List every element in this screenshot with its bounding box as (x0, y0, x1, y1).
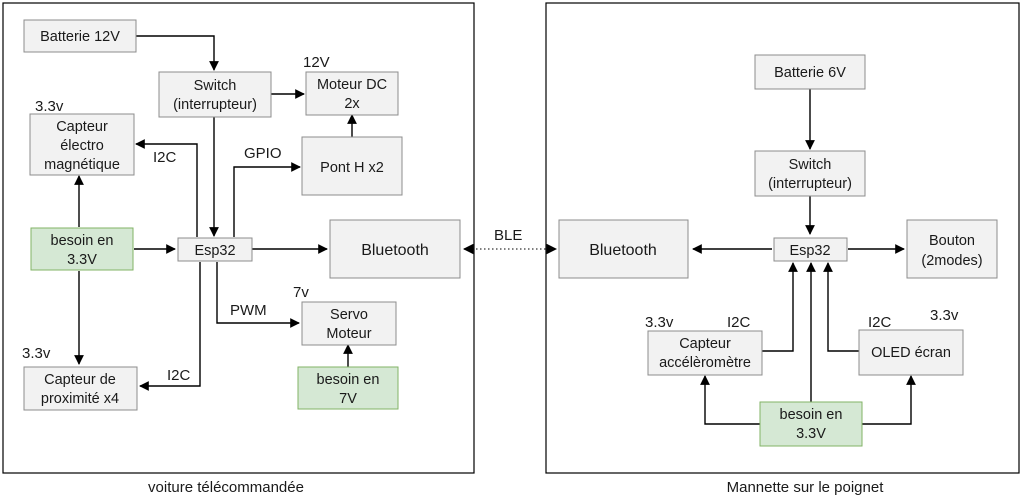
remote-power-label-1: besoin en (780, 407, 843, 423)
oled-label: OLED écran (871, 345, 951, 361)
remote-switch-label-2: (interrupteur) (768, 176, 852, 192)
remote-power-box: besoin en 3.3V (759, 401, 863, 447)
servo-label-1: Servo (330, 307, 368, 323)
car-power-label-1: besoin en (51, 233, 114, 249)
car-power-box: besoin en 3.3V (30, 227, 134, 271)
remote-battery-box: Batterie 6V (754, 54, 866, 90)
remote-bluetooth-label: Bluetooth (589, 242, 657, 259)
em-sensor-label-3: magnétique (44, 157, 120, 173)
car-bluetooth-box: Bluetooth (329, 219, 461, 279)
remote-frame (545, 2, 1020, 474)
car-switch-label-2: (interrupteur) (173, 97, 257, 113)
h-bridge-box: Pont H x2 (301, 136, 403, 196)
wire-oled-esp (823, 262, 859, 352)
servo-power-box: besoin en 7V (297, 366, 399, 410)
em-sensor-box: Capteur électro magnétique (29, 113, 135, 176)
car-esp32-label: Esp32 (194, 243, 235, 259)
motor-label-1: Moteur DC (317, 77, 387, 93)
remote-switch-box: Switch (interrupteur) (754, 150, 866, 197)
wire-battery-switch (136, 35, 219, 71)
prox-label-2: proximité x4 (41, 391, 119, 407)
car-switch-box: Switch (interrupteur) (158, 71, 272, 118)
car-caption: voiture télécommandée (148, 479, 304, 496)
accel-label-2: accélèromètre (659, 355, 751, 371)
remote-bluetooth-box: Bluetooth (558, 219, 689, 279)
remote-battery-label: Batterie 6V (774, 65, 846, 81)
servo-power-label-1: besoin en (317, 372, 380, 388)
button-box: Bouton (2modes) (906, 219, 998, 279)
wire-remote-power-accel (700, 375, 760, 425)
car-power-label-2: 3.3V (67, 252, 97, 268)
em-sensor-label-1: Capteur (56, 119, 108, 135)
car-battery-label: Batterie 12V (40, 29, 120, 45)
car-switch-label-1: Switch (194, 78, 237, 94)
wire-accel-esp (762, 262, 798, 352)
wire-esp-servo (216, 262, 300, 328)
wire-esp-bridge (233, 162, 301, 237)
oled-i2c-label: I2C (868, 314, 892, 331)
servo-power-label-2: 7V (339, 391, 357, 407)
accel-label-1: Capteur (679, 336, 731, 352)
car-battery-box: Batterie 12V (23, 19, 137, 53)
remote-switch-label-1: Switch (789, 157, 832, 173)
em-sensor-label-2: électro (60, 138, 104, 154)
car-esp32-box: Esp32 (177, 237, 253, 262)
button-label-2: (2modes) (921, 253, 982, 269)
accel-i2c-label: I2C (727, 314, 751, 331)
gpio-label: GPIO (244, 145, 282, 162)
pwm-label: PWM (230, 302, 267, 319)
ble-label: BLE (494, 227, 522, 244)
em-sensor-voltage: 3.3v (35, 98, 64, 115)
h-bridge-label: Pont H x2 (320, 160, 384, 176)
prox-sensor-box: Capteur de proximité x4 (23, 366, 138, 411)
prox-label-1: Capteur de (44, 372, 116, 388)
car-frame (2, 2, 475, 474)
oled-box: OLED écran (858, 329, 964, 376)
servo-voltage-label: 7v (293, 284, 309, 301)
remote-caption: Mannette sur le poignet (727, 479, 885, 496)
remote-power-label-2: 3.3V (796, 426, 826, 442)
button-label-1: Bouton (929, 233, 975, 249)
motor-label-2: 2x (344, 96, 360, 112)
oled-voltage-label: 3.3v (930, 307, 959, 324)
i2c-bottom-label: I2C (167, 367, 191, 384)
wire-esp-em-sensor (135, 139, 198, 237)
i2c-top-label: I2C (153, 149, 177, 166)
accelerometer-box: Capteur accélèromètre (647, 330, 763, 376)
car-bluetooth-label: Bluetooth (361, 242, 429, 259)
motor-voltage-label: 12V (303, 54, 330, 71)
motor-dc-box: Moteur DC 2x (305, 71, 399, 116)
prox-voltage-label: 3.3v (22, 345, 51, 362)
wire-esp-prox (139, 262, 201, 391)
servo-label-2: Moteur (326, 326, 371, 342)
wire-remote-power-oled (862, 375, 916, 425)
accel-voltage-label: 3.3v (645, 314, 674, 331)
servo-box: Servo Moteur (301, 301, 397, 346)
remote-esp32-box: Esp32 (773, 237, 848, 262)
remote-esp32-label: Esp32 (789, 243, 830, 259)
